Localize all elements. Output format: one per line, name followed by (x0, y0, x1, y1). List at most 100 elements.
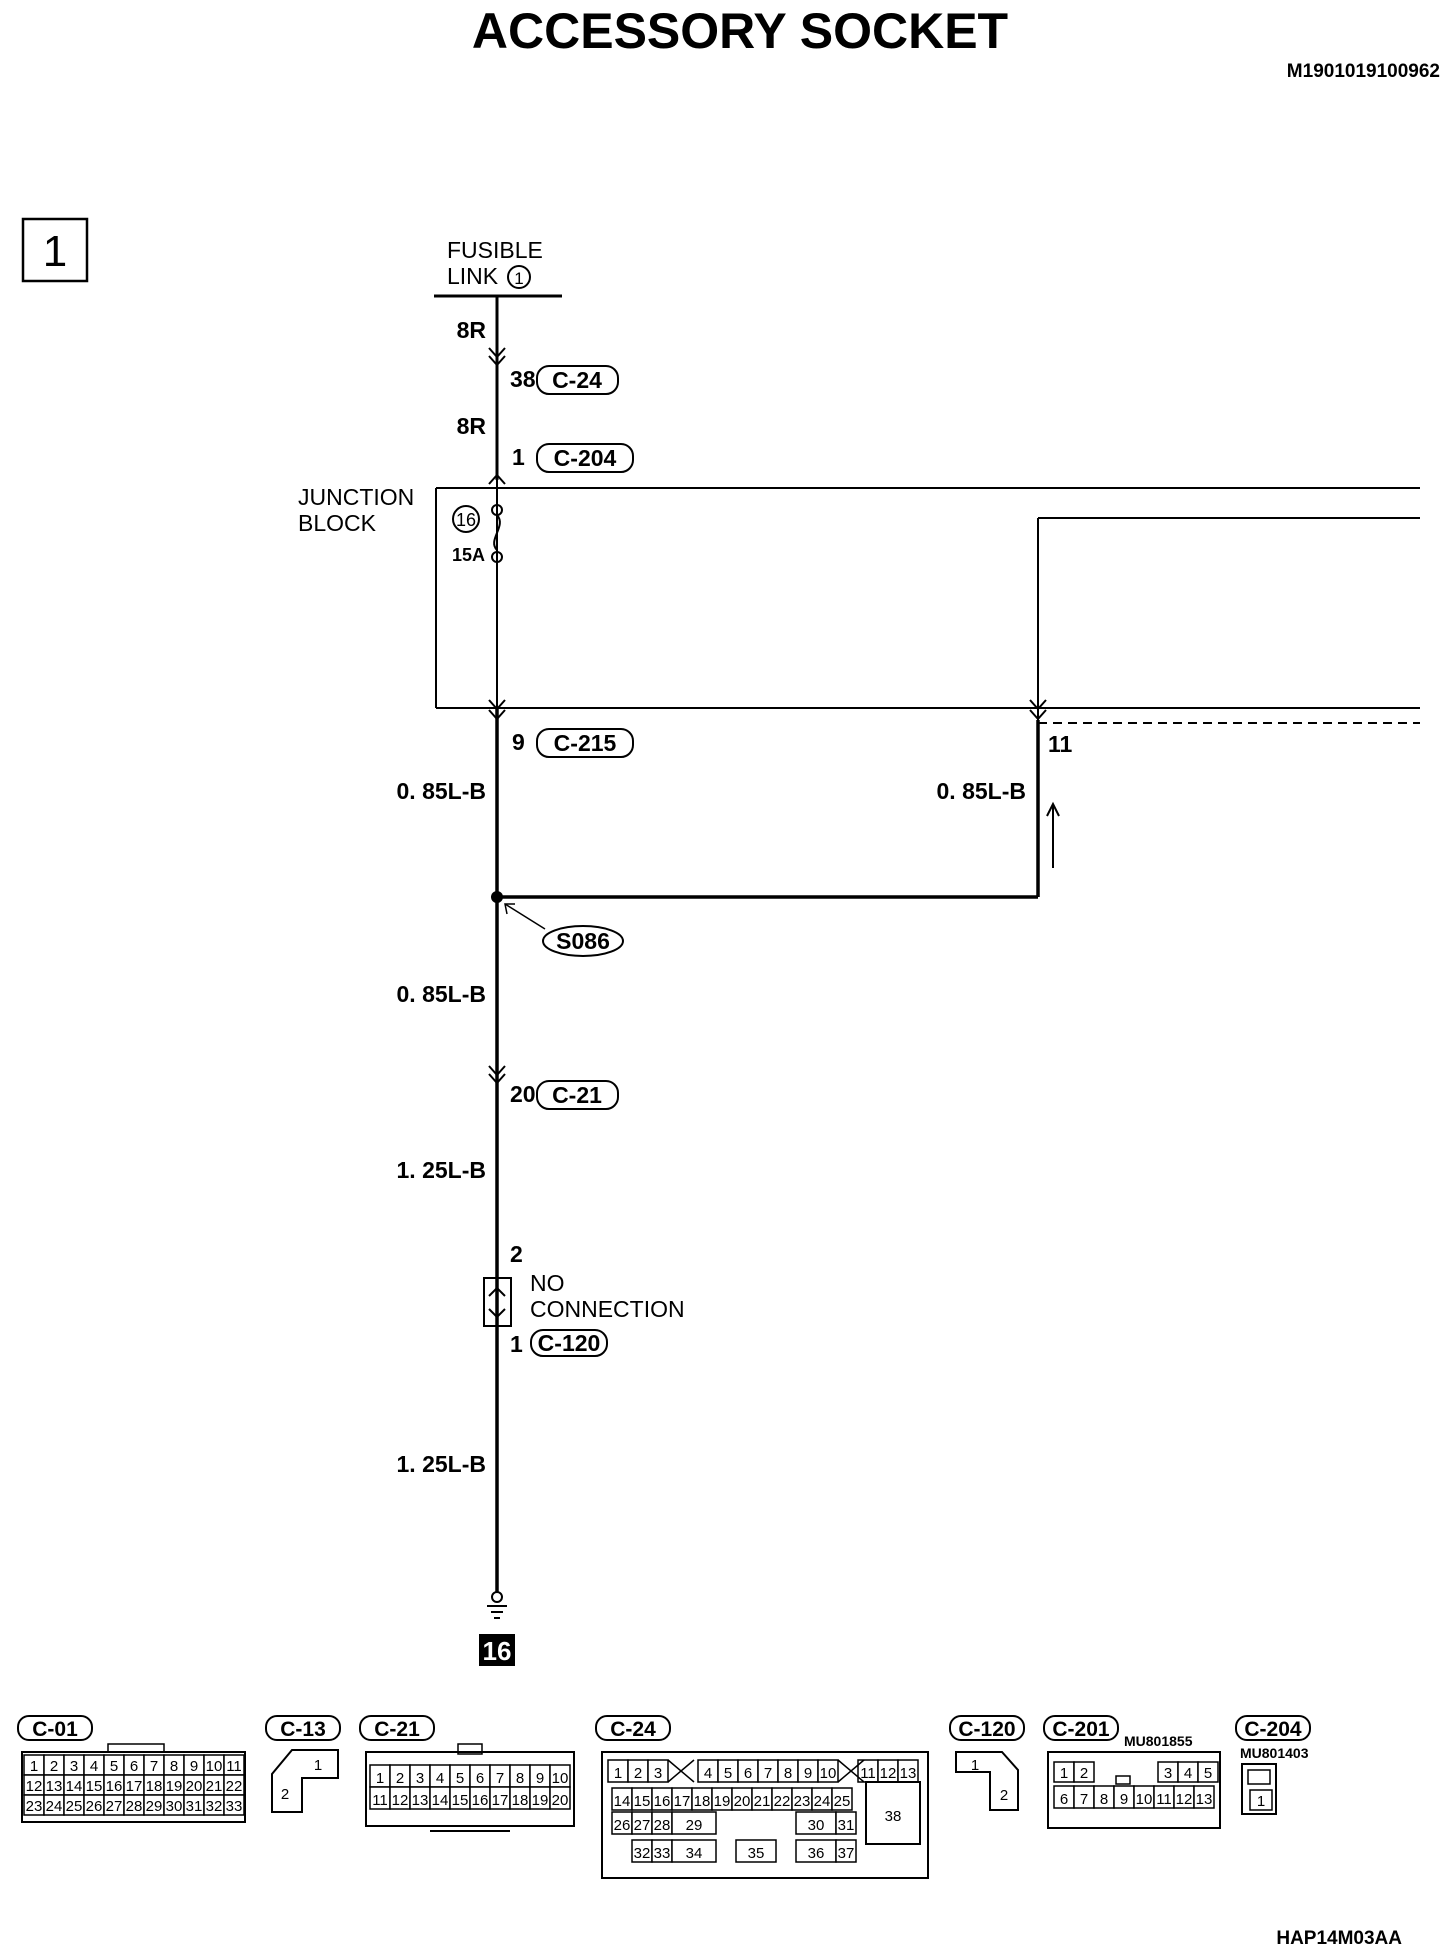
connector-label: C-24 (610, 1718, 656, 1741)
connector-pin-number: 2 (281, 1786, 289, 1803)
connector-ref-c215-box (536, 728, 634, 758)
connector-pin-number: 1 (376, 1770, 384, 1787)
connector-pin-number: 18 (694, 1793, 711, 1810)
connector-pin-number: 5 (724, 1765, 732, 1782)
connector-housing (1047, 1751, 1221, 1829)
connector-pin-number: 11 (860, 1765, 876, 1782)
connector-pin-number: 21 (754, 1793, 771, 1810)
connector-pin-number: 13 (46, 1778, 63, 1795)
wire-label-085lb-2: 0. 85L-B (937, 778, 1026, 804)
connector-pin-number: 7 (496, 1770, 504, 1787)
connector-pin-number: 20 (734, 1793, 751, 1810)
connector-label: C-01 (32, 1718, 78, 1741)
connector-pin-number: 3 (1164, 1765, 1172, 1782)
pin-c24: 38 (510, 366, 536, 392)
connector-ref-c24: C-24 (552, 367, 602, 393)
connector-pin-number: 7 (150, 1758, 158, 1775)
connector-pin-number: 20 (552, 1792, 569, 1809)
connector-pin (549, 1786, 571, 1810)
connector-housing (601, 1751, 929, 1879)
connector-pin-number: 9 (1120, 1791, 1128, 1808)
connector-pin-number: 18 (512, 1792, 529, 1809)
connector-pin-number: 1 (614, 1765, 622, 1782)
connector-chevron (1029, 699, 1047, 711)
connector-pin-number: 37 (838, 1845, 855, 1862)
connector-pin-number: 1 (30, 1758, 38, 1775)
page-title: ACCESSORY SOCKET (472, 3, 1008, 59)
connector-pin-number: 9 (536, 1770, 544, 1787)
connector-pin-number: 31 (186, 1798, 203, 1815)
connector-pin (865, 1781, 921, 1845)
connector-pin-number: 2 (50, 1758, 58, 1775)
section-number: 1 (43, 227, 67, 276)
connector-pin (1197, 1761, 1219, 1783)
splice-label: S086 (556, 928, 610, 954)
connector-pin (831, 1787, 853, 1811)
connector-chevron (488, 699, 506, 711)
connector-ref-c24-box (536, 365, 619, 395)
wire-label-125lb-1: 1. 25L-B (397, 1157, 486, 1183)
connector-label-box (359, 1715, 435, 1741)
connector-pin-number: 5 (1204, 1765, 1212, 1782)
connector-pin-number: 34 (686, 1845, 703, 1862)
connector-pin-number: 17 (674, 1793, 691, 1810)
connector-pin-number: 17 (126, 1778, 143, 1795)
connector-pin-number: 13 (1196, 1791, 1213, 1808)
ground-number: 16 (483, 1636, 512, 1666)
connector-pin-number: 4 (436, 1770, 444, 1787)
connector-empty-cavity (837, 1759, 865, 1783)
connector-pin (223, 1794, 245, 1816)
connector-pin-number: 2 (1080, 1765, 1088, 1782)
connector-label-box (1235, 1715, 1311, 1741)
connector-label-box (595, 1715, 671, 1741)
fusible-link-number: 1 (514, 269, 523, 288)
connector-latch (1247, 1769, 1271, 1785)
connector-pin-number: 13 (412, 1792, 429, 1809)
splice-oval (542, 925, 624, 957)
connector-pin-number: 23 (794, 1793, 811, 1810)
connector-pin-number: 3 (416, 1770, 424, 1787)
connector-ref-c204: C-204 (554, 445, 617, 471)
wire-label-8r-2: 8R (457, 413, 487, 439)
connector-pin-number: 8 (516, 1770, 524, 1787)
connector-pin-number: 29 (146, 1798, 163, 1815)
wire-label-085lb-3: 0. 85L-B (397, 981, 486, 1007)
connector-pin (1249, 1789, 1273, 1811)
connector-pin-number: 26 (614, 1817, 631, 1834)
connector-chevron (488, 347, 506, 359)
connector-pin-number: 4 (704, 1765, 712, 1782)
connector-pin-number: 4 (90, 1758, 98, 1775)
pin-c21: 20 (510, 1081, 536, 1107)
connector-ref-c204-box (536, 443, 634, 473)
connector-pin-number: 9 (190, 1758, 198, 1775)
connector-chevron (488, 1308, 506, 1319)
pin-c204: 1 (512, 444, 525, 470)
connector-pin (671, 1839, 717, 1863)
connector-pin-number: 38 (885, 1808, 902, 1825)
connector-empty-cavity (667, 1759, 695, 1783)
connector-pin-number: 16 (654, 1793, 671, 1810)
current-flow-arrow-head (1046, 801, 1060, 817)
connector-pin-number: 24 (814, 1793, 831, 1810)
figure-code: HAP14M03AA (1276, 1928, 1402, 1949)
connector-pin-number: 7 (764, 1765, 772, 1782)
connector-pin-number: 2 (634, 1765, 642, 1782)
connector-pin-number: 28 (654, 1817, 671, 1834)
connector-label: C-204 (1244, 1718, 1302, 1741)
connector-pin-number: 20 (186, 1778, 203, 1795)
connector-pin-number: 2 (1000, 1787, 1008, 1804)
fusible-link-number-circle (507, 265, 531, 289)
wire-label-085lb-1: 0. 85L-B (397, 778, 486, 804)
connector-chevron (488, 709, 506, 721)
connector-pin (835, 1839, 857, 1863)
connector-pin-number: 24 (46, 1798, 63, 1815)
connector-chevron (488, 1073, 506, 1085)
connector-pin-number: 5 (110, 1758, 118, 1775)
connector-pin-number: 13 (900, 1765, 917, 1782)
connector-ref-c120-box (530, 1329, 608, 1357)
connector-pin-number: 35 (748, 1845, 765, 1862)
connector-ref-c215: C-215 (554, 730, 617, 756)
connector-pin-number: 33 (654, 1845, 671, 1862)
wire-label-125lb-2: 1. 25L-B (397, 1451, 486, 1477)
